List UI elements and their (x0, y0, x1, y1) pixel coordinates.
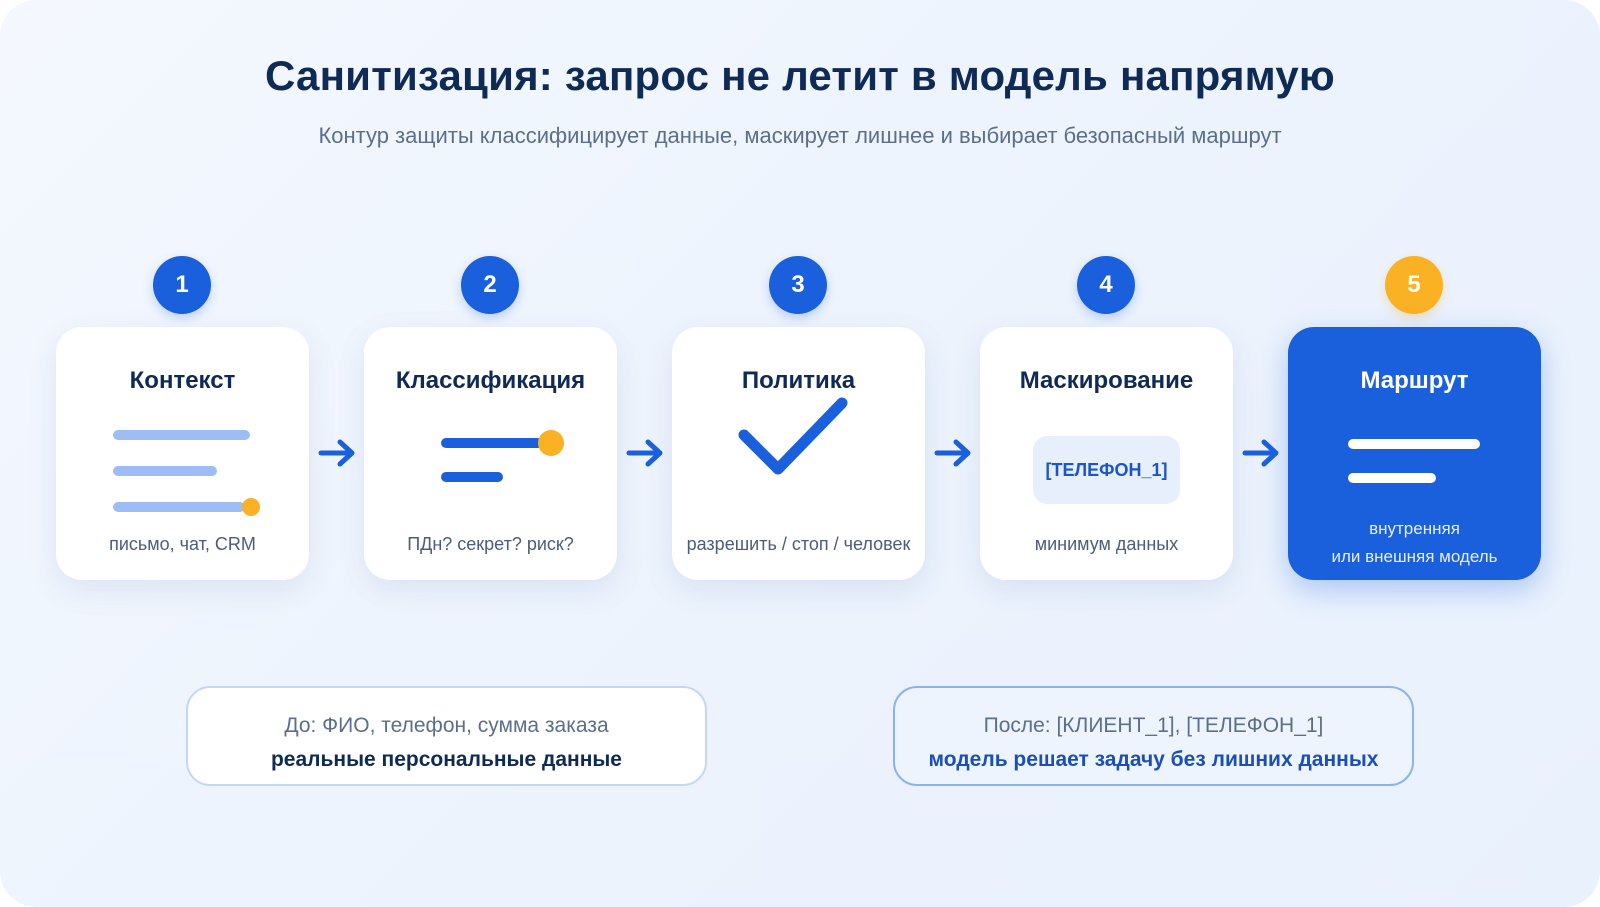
step-caption: внутренняя или внешняя модель (1288, 515, 1541, 571)
arrow-right-icon (934, 439, 971, 467)
arrow-right-icon (318, 439, 355, 467)
step-caption: минимум данных (1034, 534, 1179, 554)
step-1-badge: 1 (153, 256, 211, 314)
after-box: После: [КЛИЕНТ_1], [ТЕЛЕФОН_1] модель ре… (893, 686, 1414, 786)
step-card-classification: Классификация ПДн? секрет? риск? (364, 327, 617, 580)
step-2-badge: 2 (461, 256, 519, 314)
step-3-badge: 3 (769, 256, 827, 314)
step-title: Контекст (129, 367, 236, 394)
step-card-context: Контекст письмо, чат, CRM (56, 327, 309, 580)
step-caption: письмо, чат, CRM (109, 534, 256, 554)
step-caption-line-2: или внешняя модель (1331, 547, 1498, 566)
before-description: До: ФИО, телефон, сумма заказа (284, 714, 609, 737)
before-box: До: ФИО, телефон, сумма заказа реальные … (186, 686, 707, 786)
step-title: Классификация (395, 367, 586, 394)
step-5-badge: 5 (1385, 256, 1443, 314)
step-card-masking: Маскирование [ТЕЛЕФОН_1] минимум данных (980, 327, 1233, 580)
step-caption-line-1: внутренняя (1369, 519, 1460, 538)
step-caption: разрешить / стоп / человек (686, 534, 911, 554)
step-4-badge: 4 (1077, 256, 1135, 314)
step-caption: ПДн? секрет? риск? (407, 534, 574, 554)
step-card-route: Маршрут внутренняя или внешняя модель (1288, 327, 1541, 580)
before-summary: реальные персональные данные (270, 748, 622, 771)
step-title: Маскирование (1019, 367, 1194, 394)
masked-token-pill: [ТЕЛЕФОН_1] (1033, 436, 1180, 504)
arrow-right-icon (1242, 439, 1279, 467)
page-title: Санитизация: запрос не летит в модель на… (265, 52, 1335, 99)
step-card-policy: Политика разрешить / стоп / человек (672, 327, 925, 580)
step-title: Политика (741, 367, 856, 394)
after-description: После: [КЛИЕНТ_1], [ТЕЛЕФОН_1] (983, 714, 1324, 737)
arrow-right-icon (626, 439, 663, 467)
page-subtitle: Контур защиты классифицирует данные, мас… (318, 123, 1282, 148)
after-summary: модель решает задачу без лишних данных (928, 748, 1379, 771)
checkmark-icon (738, 397, 848, 475)
step-title: Маршрут (1360, 367, 1469, 394)
